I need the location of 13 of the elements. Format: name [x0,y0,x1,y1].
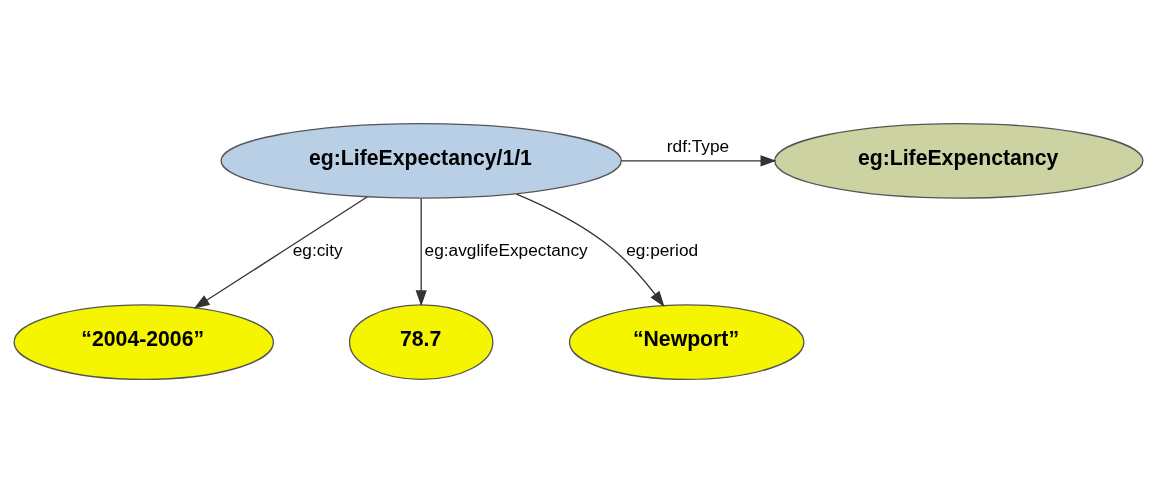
node-ellipse: 78.7 [348,303,494,380]
node-ellipse: “Newport” [568,303,805,380]
arrow [620,154,777,166]
arrow [193,195,368,309]
node-ellipse: “2004-2006” [13,303,275,380]
edge-label: eg:city [292,239,343,260]
arrow [515,192,665,307]
edge-label: rdf:Type [666,135,730,156]
arrow [415,197,427,306]
edge-label: eg:avglifeExpectancy [424,239,588,260]
node-ellipse: eg:LifeExpectancy/1/1 [220,122,622,199]
node-ellipse: eg:LifeExpenctancy [774,122,1144,199]
edge-label: eg:period [626,239,699,260]
